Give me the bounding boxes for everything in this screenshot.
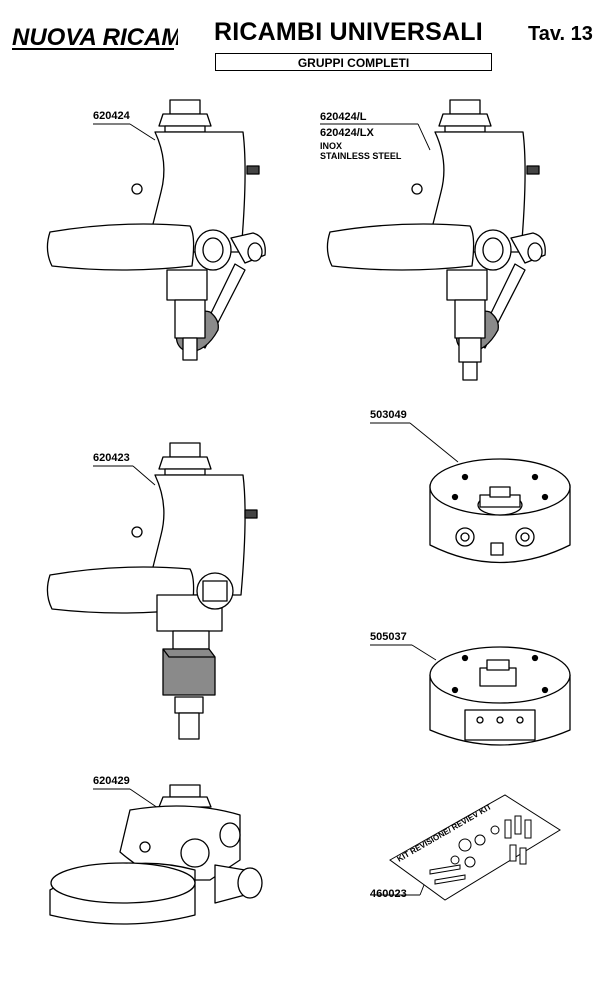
- part-illustration-620424: [46, 99, 266, 361]
- part-note-inox: INOX: [320, 141, 343, 151]
- page-title: RICAMBI UNIVERSALI: [214, 18, 483, 46]
- part-illustration-620423: [46, 442, 258, 740]
- part-code-620424: 620424: [93, 110, 130, 122]
- brand-logo-text: NUOVA RICAMBI: [12, 24, 178, 51]
- part-code-620429: 620429: [93, 775, 130, 787]
- part-code-620424-lx: 620424/LX: [320, 127, 374, 139]
- part-illustration-460023: KIT REVISIONE/ REVIEV KIT: [389, 794, 561, 901]
- part-code-620423: 620423: [93, 452, 130, 464]
- part-illustration-620429: [49, 784, 263, 925]
- brand-logo: NUOVA RICAMBI: [10, 18, 178, 52]
- table-ref: Tav. 13: [528, 23, 593, 45]
- part-illustration-620424-l: [326, 99, 546, 381]
- part-code-460023: 460023: [370, 888, 407, 900]
- part-note-stainless: STAINLESS STEEL: [320, 151, 402, 161]
- section-subtitle: GRUPPI COMPLETI: [215, 53, 492, 71]
- part-illustration-503049: [429, 458, 571, 564]
- part-code-620424-l: 620424/L: [320, 111, 367, 123]
- part-code-503049: 503049: [370, 409, 407, 421]
- part-illustration-505037: [429, 646, 571, 746]
- part-code-505037: 505037: [370, 631, 407, 643]
